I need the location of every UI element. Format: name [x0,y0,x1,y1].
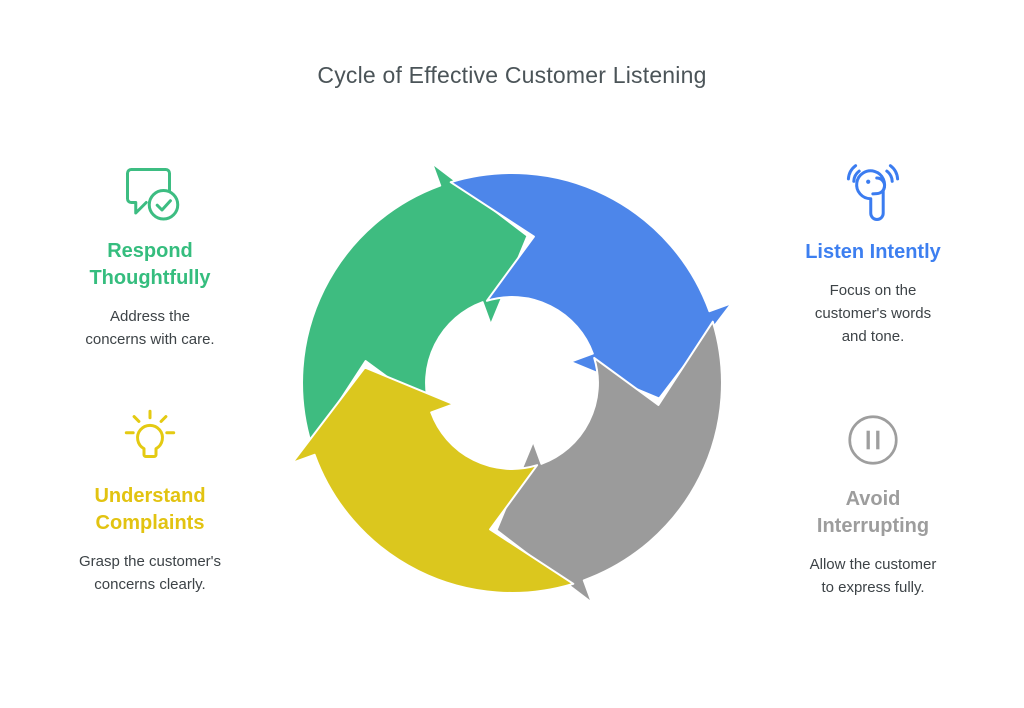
step-heading-line: Listen Intently [805,241,941,263]
page-title: Cycle of Effective Customer Listening [317,62,707,88]
step-description: Address the concerns with care. [85,308,215,348]
step-heading-line: Respond [107,240,193,262]
step-heading-line: Thoughtfully [89,267,211,289]
pause-circle-icon [763,400,983,480]
step-listen-intently: Listen Intently Focus on the customer's … [763,153,983,348]
earbud-icon [763,153,983,233]
cycle-arrows-svg [291,162,733,604]
comment-check-icon [40,152,260,232]
step-description: Focus on the customer's words and tone. [814,282,932,345]
step-heading-line: Avoid [845,488,901,510]
step-description: Grasp the customer's concerns clearly. [78,553,222,593]
lightbulb-icon [40,397,260,477]
cycle-diagram [272,143,752,623]
step-understand-complaints: Understand Complaints Grasp the customer… [40,397,260,596]
step-respond-thoughtfully: Respond Thoughtfully Address the concern… [40,152,260,351]
step-heading-line: Understand [94,485,206,507]
step-description: Allow the customer to express fully. [809,556,937,596]
step-avoid-interrupting: Avoid Interrupting Allow the customer to… [763,400,983,599]
step-heading-line: Interrupting [816,515,930,537]
step-heading-line: Complaints [95,512,205,534]
